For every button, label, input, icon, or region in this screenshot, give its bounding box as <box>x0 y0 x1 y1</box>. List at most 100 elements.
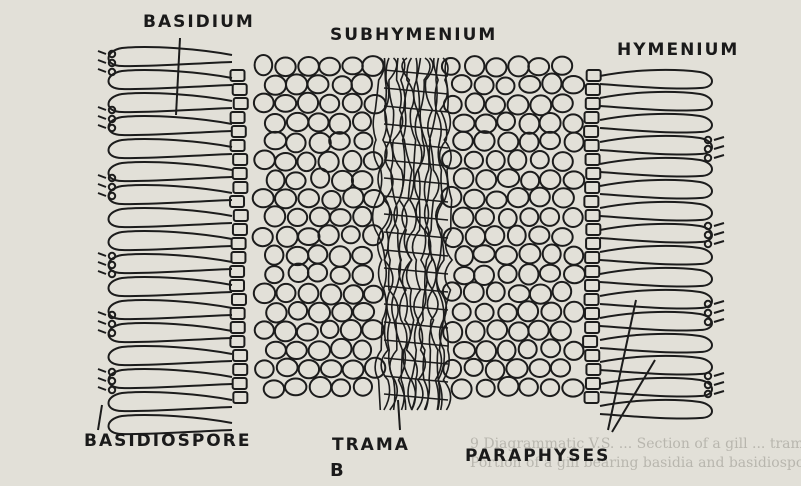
tissue-cell <box>265 132 287 149</box>
tissue-cell <box>466 93 485 113</box>
tissue-cell <box>562 379 583 396</box>
basidiospore <box>705 155 711 161</box>
tissue-cell <box>275 189 296 208</box>
border-cell <box>586 378 600 389</box>
tissue-cell <box>318 225 338 245</box>
tissue-cell <box>540 132 560 149</box>
basidium-leader <box>176 38 180 115</box>
basidiospore <box>109 262 115 268</box>
border-cell <box>585 266 599 277</box>
paraphysis <box>600 158 712 177</box>
tissue-cell <box>509 285 530 302</box>
border-cell <box>233 364 247 375</box>
basidiospore-leader <box>98 405 102 430</box>
sterigma <box>714 373 724 376</box>
border-cell <box>231 112 245 123</box>
tissue-cell <box>321 321 339 338</box>
basidium <box>109 162 233 181</box>
basidium <box>109 277 233 296</box>
tissue-cell <box>308 75 329 93</box>
paraphysis <box>600 70 712 89</box>
border-cell <box>233 350 247 361</box>
border-cell <box>586 84 600 95</box>
border-cell <box>231 308 245 319</box>
border-cell <box>233 168 247 179</box>
tissue-cell <box>332 303 352 321</box>
tissue-cell <box>528 58 549 75</box>
border-cell <box>586 168 600 179</box>
tissue-cell <box>298 57 319 76</box>
sterigma <box>98 253 106 256</box>
border-cell <box>586 98 600 109</box>
border-cell <box>586 224 600 235</box>
tissue-cell <box>332 379 350 396</box>
border-cell <box>232 126 246 137</box>
tissue-cell <box>464 190 485 209</box>
tissue-cell <box>265 266 283 283</box>
tissue-cell <box>519 379 538 396</box>
paraphysis <box>600 114 712 133</box>
tissue-cell <box>520 114 540 134</box>
tissue-cell <box>341 320 361 340</box>
basidiospore <box>705 146 711 152</box>
basidiospore <box>109 321 115 327</box>
tissue-cell <box>342 226 360 243</box>
tissue-cell <box>286 342 307 359</box>
tissue-cell <box>298 228 319 245</box>
tissue-cell <box>454 168 474 188</box>
sterigma <box>98 184 106 187</box>
border-cell <box>233 224 247 235</box>
tissue-cell <box>343 188 363 208</box>
sterigma <box>98 116 106 119</box>
border-cell <box>231 322 245 333</box>
basidiospore <box>109 387 115 393</box>
sterigma <box>98 321 106 324</box>
tissue-cell <box>266 342 286 359</box>
tissue-cell <box>253 189 274 207</box>
basidium <box>109 208 233 227</box>
tissue-cell <box>563 76 585 93</box>
border-cell <box>230 196 244 207</box>
basidiospore <box>109 271 115 277</box>
basidiospore <box>109 312 115 318</box>
basidiospore <box>705 223 711 229</box>
border-cell <box>230 266 244 277</box>
border-cell <box>231 252 245 263</box>
tissue-cell <box>298 93 318 113</box>
tissue-cell <box>298 189 319 207</box>
tissue-cell <box>352 74 372 94</box>
tissue-cell <box>565 133 584 152</box>
border-cell <box>230 336 244 347</box>
tissue-cell <box>255 321 274 338</box>
tissue-cell <box>454 342 475 359</box>
basidium <box>109 369 233 388</box>
paraphysis <box>600 356 712 375</box>
basidium <box>109 300 233 319</box>
sterigma <box>714 382 724 385</box>
border-cell <box>585 280 599 291</box>
hypha-septum <box>384 232 448 238</box>
tissue-cell <box>343 94 362 113</box>
tissue-cell <box>465 56 484 76</box>
border-cell <box>587 70 601 81</box>
tissue-cell <box>496 246 517 264</box>
tissue-cell <box>354 378 372 396</box>
sterigma <box>714 319 724 322</box>
sterigma <box>98 271 106 274</box>
tissue-cell <box>477 380 495 397</box>
tissue-cell <box>352 171 373 189</box>
tissue-cell <box>508 188 529 207</box>
tissue-cell <box>508 95 529 114</box>
tissue-cell <box>550 322 571 341</box>
trama-hyphae <box>373 58 452 410</box>
tissue-cell <box>286 74 307 94</box>
basidium <box>109 254 233 273</box>
tissue-cell <box>508 150 526 170</box>
border-cell <box>231 140 245 151</box>
sterigma <box>98 369 106 372</box>
tissue-cell <box>519 76 540 93</box>
tissue-cell <box>540 265 560 282</box>
tissue-cell <box>286 134 305 153</box>
tissue-cell <box>465 152 483 169</box>
border-cell <box>585 112 599 123</box>
